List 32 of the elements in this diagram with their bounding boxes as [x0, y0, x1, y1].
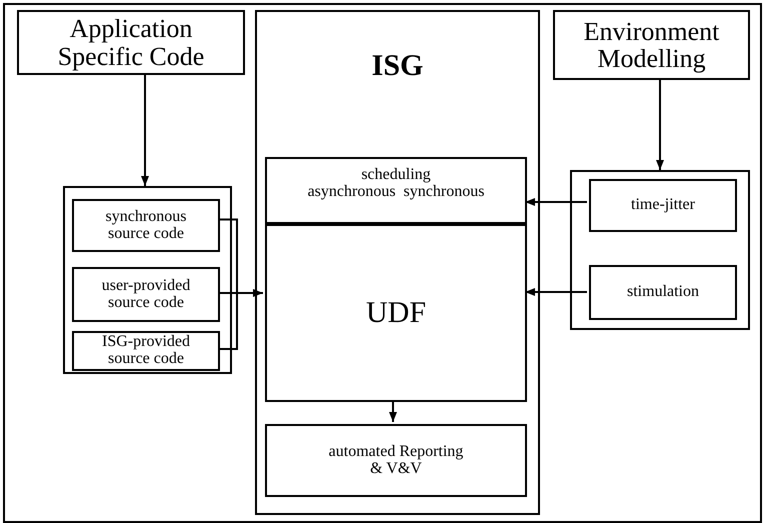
process-box: [265, 424, 527, 497]
connector-line: [218, 218, 238, 350]
node-label: UDF: [366, 297, 426, 329]
node-label: Application Specific Code: [56, 15, 206, 70]
process-box: [72, 331, 220, 371]
process-box: [589, 179, 737, 232]
arrow: [141, 75, 149, 186]
node-label: automated Reporting & V&V: [328, 444, 464, 478]
process-box: [17, 10, 245, 75]
node-label: asynchronous synchronous: [308, 184, 484, 201]
process-box: [265, 157, 527, 224]
arrow: [525, 198, 587, 206]
process-box: [72, 199, 220, 252]
process-box: [589, 265, 737, 320]
node-label: ISG: [372, 50, 424, 82]
process-box: [265, 224, 527, 402]
arrow: [218, 289, 263, 297]
arrow: [389, 400, 397, 422]
node-label: time-jitter: [631, 197, 695, 214]
node-label: ISG-provided source code: [101, 334, 191, 368]
arrow: [525, 288, 587, 296]
node-label: Environment Modelling: [582, 18, 720, 72]
node-label: scheduling: [361, 167, 431, 184]
group-box: [570, 170, 750, 330]
node-label: stimulation: [627, 284, 699, 301]
system-box: [255, 10, 540, 515]
process-box: [72, 267, 220, 322]
arrow: [656, 80, 664, 170]
node-label: user-provided source code: [100, 278, 192, 312]
node-label: synchronous source code: [104, 208, 188, 242]
group-box: [63, 186, 232, 374]
process-box: [553, 10, 750, 80]
